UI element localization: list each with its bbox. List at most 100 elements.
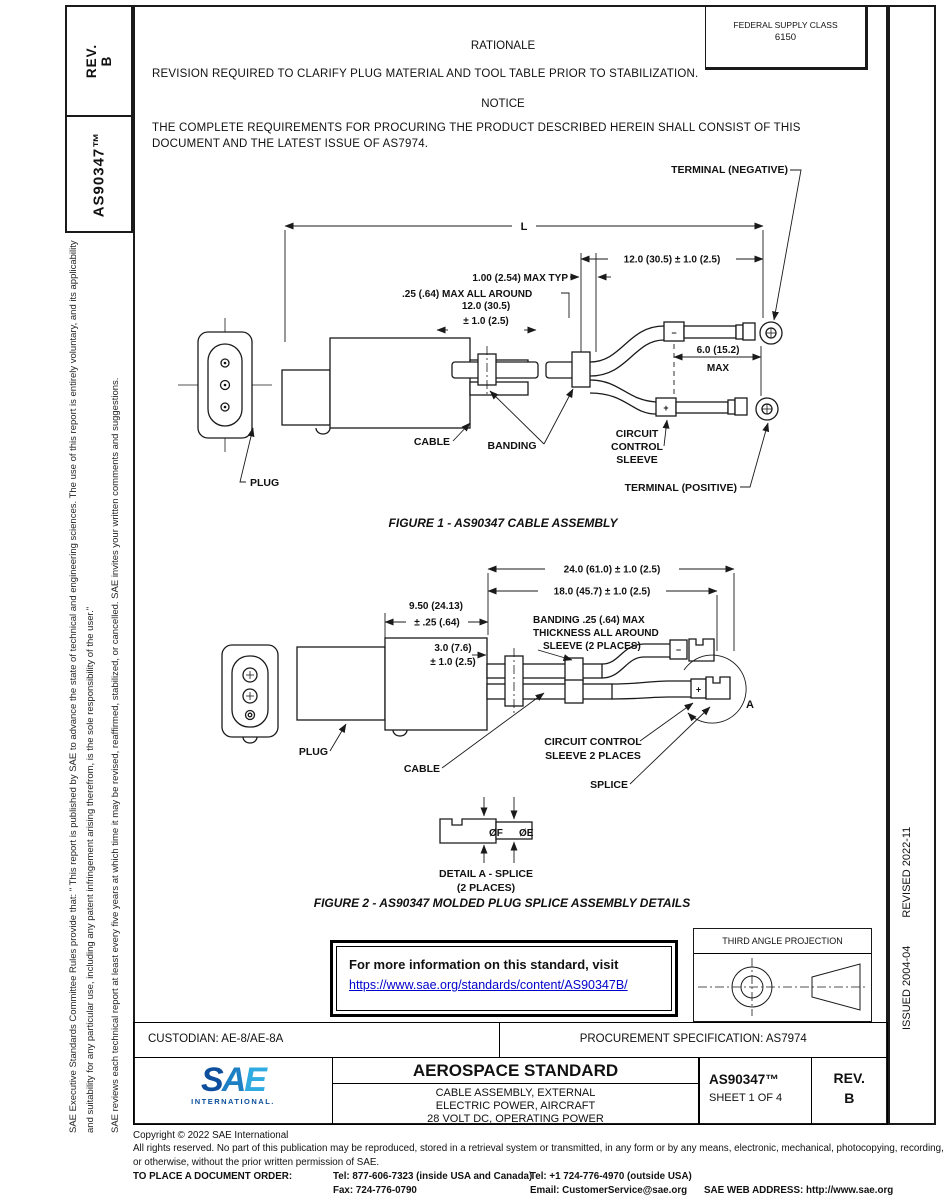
- banded-cable-section: [451, 346, 539, 394]
- standard-url-link[interactable]: https://www.sae.org/standards/content/AS…: [349, 978, 628, 992]
- dim-12b-line2: ± 1.0 (2.5): [463, 316, 509, 327]
- copyright-body: All rights reserved. No part of this pub…: [133, 1143, 944, 1168]
- dim-12b-line1: 12.0 (30.5): [462, 301, 510, 312]
- sheet-number: SHEET 1 OF 4: [709, 1091, 783, 1104]
- sae-logo-a: A: [221, 1060, 247, 1099]
- sae-logo: SAE INTERNATIONAL.: [134, 1060, 332, 1106]
- banding-note-line3: SLEEVE (2 PLACES): [543, 641, 641, 652]
- third-angle-projection-title: THIRD ANGLE PROJECTION: [694, 929, 871, 954]
- notice-heading: NOTICE: [481, 98, 525, 110]
- branch-section: − +: [545, 321, 783, 421]
- detail-a-splice: ØF ØE DETAIL A - SPLICE (2 PLACES) FIGUR…: [314, 797, 691, 910]
- terminal-negative-label: TERMINAL (NEGATIVE): [671, 164, 788, 176]
- rev-cell-value: B: [844, 1089, 855, 1106]
- detail-a-title-2: (2 PLACES): [457, 882, 515, 894]
- figure2-labels: PLUG CABLE CIRCUIT CONTROL SLEEVE 2 PLAC…: [299, 692, 711, 791]
- plug-side-view-fig2: − + A: [296, 637, 754, 737]
- dim-3-line2: ± 1.0 (2.5): [430, 657, 476, 668]
- revised-date: REVISED 2022-11: [901, 826, 913, 918]
- sae-logo-e: E: [244, 1060, 267, 1099]
- legal-statement-2: SAE reviews each technical report at lea…: [110, 377, 121, 1133]
- sae-logo-subtext: INTERNATIONAL.: [191, 1096, 275, 1106]
- rev-cell: REV. B: [810, 1056, 888, 1125]
- legal-statement-1: SAE Executive Standards Committee Rules …: [68, 240, 96, 1133]
- circuit-control-sleeve-label-2: CONTROL: [611, 441, 663, 453]
- plug-side-view: [281, 337, 529, 435]
- figure2-caption: FIGURE 2 - AS90347 MOLDED PLUG SPLICE AS…: [314, 896, 691, 910]
- dia-f-label: ØF: [489, 828, 503, 839]
- dim-100-typ: 1.00 (2.54) MAX TYP: [472, 273, 568, 284]
- standard-title-line3: 28 VOLT DC, OPERATING POWER: [427, 1112, 604, 1125]
- figure1-cable-assembly-drawing: − + L 12.0 (30.5) ± 1.0 (2.5) 1.00 (2.54…: [178, 164, 802, 530]
- rev-cell-label: REV.: [833, 1069, 865, 1086]
- figure1-dimensions: L 12.0 (30.5) ± 1.0 (2.5) 1.00 (2.54) MA…: [284, 218, 764, 374]
- doc-number: AS90347™: [709, 1071, 779, 1087]
- fsc-label: FEDERAL SUPPLY CLASS: [733, 20, 838, 30]
- doc-number-tab-label: AS90347™: [90, 131, 108, 217]
- cable-label: CABLE: [414, 436, 450, 448]
- email-address: Email: CustomerService@sae.org: [530, 1185, 688, 1196]
- circuit-control-sleeve-label-3: SLEEVE: [616, 454, 657, 466]
- banding-note-line2: THICKNESS ALL AROUND: [533, 628, 659, 639]
- figure1-caption: FIGURE 1 - AS90347 CABLE ASSEMBLY: [389, 516, 619, 530]
- more-info-text: For more information on this standard, v…: [349, 957, 619, 972]
- notice-body: THE COMPLETE REQUIREMENTS FOR PROCURING …: [152, 122, 801, 150]
- terminal-positive-label: TERMINAL (POSITIVE): [625, 482, 737, 494]
- dim-6-line1: 6.0 (15.2): [697, 345, 740, 356]
- main-frame: [133, 5, 888, 1125]
- rev-tab: REV. B: [65, 5, 133, 117]
- plug-label: PLUG: [250, 477, 279, 489]
- circuit-control-sleeve-label-fig2-2: SLEEVE 2 PLACES: [545, 750, 641, 762]
- copyright-line: Copyright © 2022 SAE International: [133, 1130, 289, 1141]
- third-angle-projection-box: THIRD ANGLE PROJECTION: [693, 928, 872, 1022]
- dim-3-line1: 3.0 (7.6): [434, 643, 471, 654]
- dim-25-all-around: .25 (.64) MAX ALL AROUND: [402, 289, 532, 300]
- cable-label-fig2: CABLE: [404, 763, 440, 775]
- positive-sleeve-mark-fig2: +: [696, 685, 701, 695]
- plug-front-view-fig2: [221, 644, 279, 744]
- aerospace-standard-heading: AEROSPACE STANDARD: [332, 1058, 699, 1084]
- procurement-cell: PROCUREMENT SPECIFICATION: AS7974: [498, 1022, 888, 1058]
- tel-outside: Tel: +1 724-776-4970 (outside USA): [530, 1171, 692, 1182]
- dim-12: 12.0 (30.5) ± 1.0 (2.5): [624, 255, 721, 266]
- doc-number-cell: AS90347™ SHEET 1 OF 4: [698, 1056, 812, 1125]
- figure1-labels: TERMINAL (NEGATIVE) CABLE BANDING CIRCUI…: [239, 164, 802, 530]
- sae-logo-s: S: [201, 1060, 224, 1099]
- standard-title-line1: CABLE ASSEMBLY, EXTERNAL: [435, 1086, 596, 1099]
- more-info-box: For more information on this standard, v…: [330, 940, 678, 1017]
- third-angle-projection-symbol: [698, 958, 866, 1016]
- web-address: SAE WEB ADDRESS: http://www.sae.org: [704, 1185, 894, 1196]
- standard-title-cell: AEROSPACE STANDARD CABLE ASSEMBLY, EXTER…: [331, 1056, 700, 1125]
- rev-tab-label: REV.: [84, 43, 99, 79]
- positive-sleeve-mark: +: [663, 403, 668, 413]
- plug-label-fig2: PLUG: [299, 746, 328, 758]
- dia-e-label: ØE: [519, 828, 534, 839]
- rationale-heading: RATIONALE: [470, 40, 536, 52]
- plug-front-view: [178, 318, 272, 452]
- sae-logo-cell: SAE INTERNATIONAL.: [133, 1056, 333, 1125]
- dim-95-line1: 9.50 (24.13): [409, 601, 463, 612]
- fax-number: Fax: 724-776-0790: [333, 1185, 417, 1196]
- figure2-dimensions: 24.0 (61.0) ± 1.0 (2.5) 18.0 (45.7) ± 1.…: [384, 563, 735, 668]
- custodian-cell: CUSTODIAN: AE-8/AE-8A: [133, 1022, 500, 1058]
- issue-strip: [888, 5, 936, 1125]
- detail-a-marker: A: [746, 699, 754, 711]
- splice-label: SPLICE: [590, 779, 628, 791]
- banding-label: BANDING: [488, 440, 537, 452]
- negative-sleeve-mark-fig2: −: [676, 645, 681, 655]
- circuit-control-sleeve-label-fig2-1: CIRCUIT CONTROL: [544, 736, 642, 748]
- fsc-value: 6150: [774, 32, 797, 43]
- figure2-molded-plug-splice-drawing: − + A 24.0 (61.0) ± 1.0 (2.5) 18.0 (45.7…: [221, 563, 754, 910]
- dim-95-line2: ± .25 (.64): [414, 618, 460, 629]
- dim-24: 24.0 (61.0) ± 1.0 (2.5): [564, 565, 661, 576]
- dim-18: 18.0 (45.7) ± 1.0 (2.5): [554, 587, 651, 598]
- circuit-control-sleeve-label-1: CIRCUIT: [616, 428, 659, 440]
- standard-title-line2: ELECTRIC POWER, AIRCRAFT: [435, 1099, 596, 1112]
- dim-6-line2: MAX: [707, 363, 730, 374]
- negative-sleeve-mark: −: [671, 328, 676, 338]
- federal-supply-class-box: FEDERAL SUPPLY CLASS 6150: [705, 5, 868, 70]
- detail-a-title-1: DETAIL A - SPLICE: [439, 868, 533, 880]
- doc-number-tab: AS90347™: [65, 115, 133, 233]
- rationale-body: REVISION REQUIRED TO CLARIFY PLUG MATERI…: [152, 68, 699, 80]
